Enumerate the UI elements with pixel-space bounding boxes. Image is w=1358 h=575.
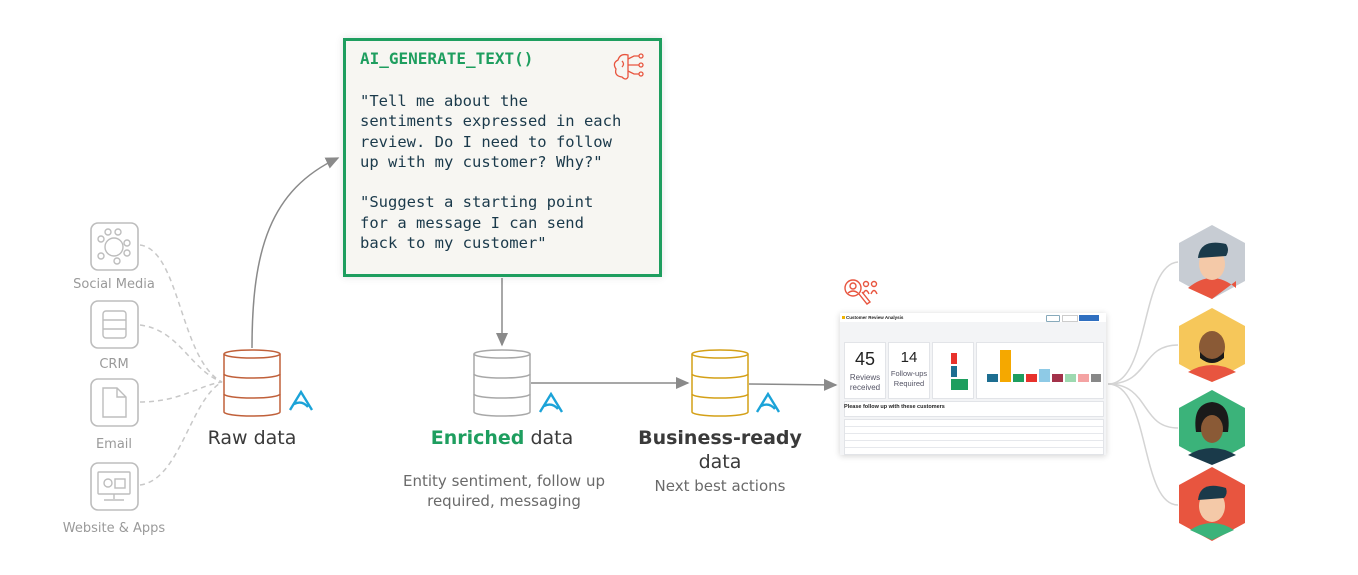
document-icon bbox=[102, 387, 127, 418]
arrow-business-to-dashboard bbox=[748, 378, 838, 391]
source-label: Email bbox=[96, 437, 132, 452]
source-social-media: Social Media bbox=[73, 222, 155, 292]
customer-review-dashboard: Customer Review Analysis 45 Reviews rece… bbox=[840, 313, 1106, 455]
dashboard-button[interactable] bbox=[1046, 315, 1060, 322]
kpi-reviews-label: Reviews received bbox=[849, 373, 881, 392]
complaint-categories-chart-card bbox=[976, 342, 1104, 399]
monitor-icon bbox=[97, 471, 131, 501]
brain-circuit-icon bbox=[613, 53, 644, 80]
source-crm: CRM bbox=[90, 300, 139, 372]
follow-up-section bbox=[844, 401, 1104, 417]
customer-search-icon bbox=[844, 279, 878, 305]
dashboard-title: Customer Review Analysis bbox=[846, 315, 904, 320]
delta-logo-icon bbox=[288, 389, 314, 411]
publish-button[interactable] bbox=[1079, 315, 1099, 321]
dashboard-button[interactable] bbox=[1062, 315, 1078, 322]
delta-logo-icon bbox=[755, 391, 781, 413]
social-network-icon bbox=[97, 228, 131, 265]
kpi-followups-card: 14 Follow-ups Required bbox=[888, 342, 930, 399]
kpi-reviews-card: 45 Reviews received bbox=[844, 342, 886, 399]
follow-up-heading: Please follow up with these customers bbox=[844, 404, 945, 410]
enriched-data-label: Enriched data bbox=[431, 427, 574, 449]
sentiment-chart-card bbox=[932, 342, 974, 399]
ai-generate-text-prompt-box: AI_GENERATE_TEXT() "Tell me about the se… bbox=[343, 38, 662, 277]
kpi-reviews-value: 45 bbox=[854, 349, 876, 369]
prompt-text: "Tell me about the sentiments expressed … bbox=[360, 92, 622, 253]
prompt-function-name: AI_GENERATE_TEXT() bbox=[360, 49, 534, 68]
business-data-cylinder-icon bbox=[691, 349, 749, 417]
source-website-apps: Website & Apps bbox=[63, 462, 166, 536]
enriched-sub-1: Entity sentiment, follow up bbox=[403, 472, 605, 490]
customer-connectors bbox=[1107, 261, 1179, 506]
delta-logo-icon bbox=[538, 391, 564, 413]
next-best-actions-label: Next best actions bbox=[655, 477, 786, 495]
raw-data-label: Raw data bbox=[208, 427, 297, 449]
enriched-data-cylinder-icon bbox=[473, 349, 531, 417]
business-ready-label-2: data bbox=[699, 451, 742, 473]
raw-data-cylinder-icon bbox=[223, 349, 281, 417]
database-icon bbox=[102, 310, 127, 339]
source-email: Email bbox=[90, 378, 139, 452]
kpi-followups-value: 14 bbox=[900, 349, 918, 366]
follow-up-table bbox=[844, 419, 1104, 455]
enriched-sub-2: required, messaging bbox=[427, 492, 581, 510]
source-label: CRM bbox=[99, 357, 128, 372]
source-label: Social Media bbox=[73, 277, 155, 292]
kpi-followups-label: Follow-ups Required bbox=[890, 369, 928, 388]
arrow-raw-to-prompt bbox=[251, 157, 340, 349]
source-connectors bbox=[139, 244, 223, 486]
business-ready-label: Business-ready bbox=[638, 427, 802, 449]
source-label: Website & Apps bbox=[63, 521, 166, 536]
